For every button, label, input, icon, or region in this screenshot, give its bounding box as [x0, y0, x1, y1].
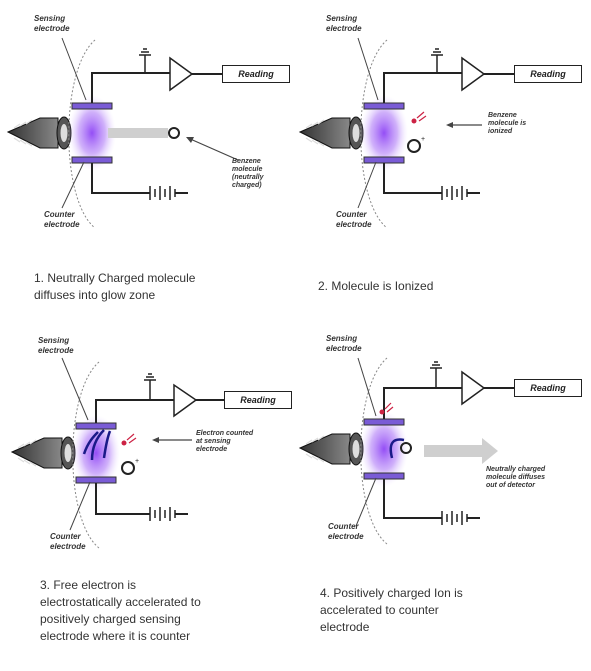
glow-zone — [360, 411, 408, 487]
molecule-annotation: Neutrally charged molecule diffuses out … — [486, 466, 546, 489]
svg-text:+: + — [421, 136, 425, 143]
diffusion-arrow — [108, 128, 168, 138]
uv-lamp — [298, 432, 364, 466]
uv-lamp — [10, 436, 76, 470]
reading-box: Reading — [514, 379, 582, 397]
pid-diagram-1 — [6, 37, 239, 229]
sensing-electrode-plate — [71, 102, 113, 110]
ionized-molecule-icon — [121, 461, 135, 475]
amplifier-icon — [461, 370, 486, 406]
counter-electrode-plate — [363, 156, 405, 164]
step-caption: 2. Molecule is Ionized — [318, 279, 434, 293]
reading-box: Reading — [514, 65, 582, 83]
counter-electrode-plate — [75, 476, 117, 484]
electron-path-icon — [82, 429, 112, 461]
uv-lamp — [298, 116, 364, 150]
counter-electrode-label: Counter electrode — [44, 210, 80, 229]
glow-zone — [360, 95, 408, 171]
free-electron-icon — [411, 118, 417, 124]
reading-box: Reading — [224, 391, 292, 409]
panel-electron-counted: + Sensing electrode Counter electrode Re… — [0, 330, 295, 665]
counter-electrode-label: Counter electrode — [50, 532, 86, 551]
uv-lamp — [6, 116, 72, 150]
counter-electrode-label: Counter electrode — [336, 210, 372, 229]
pid-diagram-2: + — [298, 37, 514, 229]
amplifier-icon — [461, 56, 486, 92]
step-caption: 1. Neutrally Charged molecule diffuses i… — [34, 271, 196, 302]
molecule-annotation: Benzene molecule is ionized — [488, 112, 527, 135]
panel-neutral-molecule: Sensing electrode Counter electrode Read… — [0, 0, 295, 335]
panel-molecule-ionized: + Sensing electrode Counter electrode Re… — [296, 0, 591, 335]
counter-electrode-plate — [71, 156, 113, 164]
sensing-electrode-plate — [363, 418, 405, 426]
benzene-molecule-icon — [168, 127, 180, 139]
pid-diagram-4 — [298, 357, 514, 545]
sensing-electrode-plate — [75, 422, 117, 430]
battery-icon — [149, 186, 188, 200]
reading-box: Reading — [222, 65, 290, 83]
molecule-annotation: Benzene molecule (neutrally charged) — [232, 158, 264, 189]
glow-zone — [68, 95, 116, 171]
battery-icon — [441, 511, 480, 525]
panel-ion-accelerated: Sensing electrode Counter electrode Read… — [296, 330, 591, 665]
pid-diagram-3: + — [10, 357, 224, 549]
ionized-molecule-icon — [407, 139, 421, 153]
amplifier-icon — [169, 56, 194, 92]
battery-icon — [441, 186, 480, 200]
counter-electrode-label: Counter electrode — [328, 522, 364, 541]
step-caption: 3. Free electron is electrostatically ac… — [40, 578, 201, 643]
battery-icon — [149, 507, 188, 521]
diffusion-out-arrow — [424, 445, 482, 457]
sensing-electrode-label: Sensing electrode — [326, 14, 362, 33]
ion-path-icon — [389, 438, 405, 459]
svg-text:+: + — [135, 458, 139, 465]
step-caption: 4. Positively charged Ion is accelerated… — [320, 586, 463, 634]
sensing-electrode-label: Sensing electrode — [326, 334, 362, 353]
sensing-electrode-plate — [363, 102, 405, 110]
amplifier-icon — [173, 383, 198, 418]
electron-annotation: Electron counted at sensing electrode — [196, 430, 254, 453]
sensing-electrode-label: Sensing electrode — [38, 336, 74, 355]
counter-electrode-plate — [363, 472, 405, 480]
sensing-electrode-label: Sensing electrode — [34, 14, 70, 33]
